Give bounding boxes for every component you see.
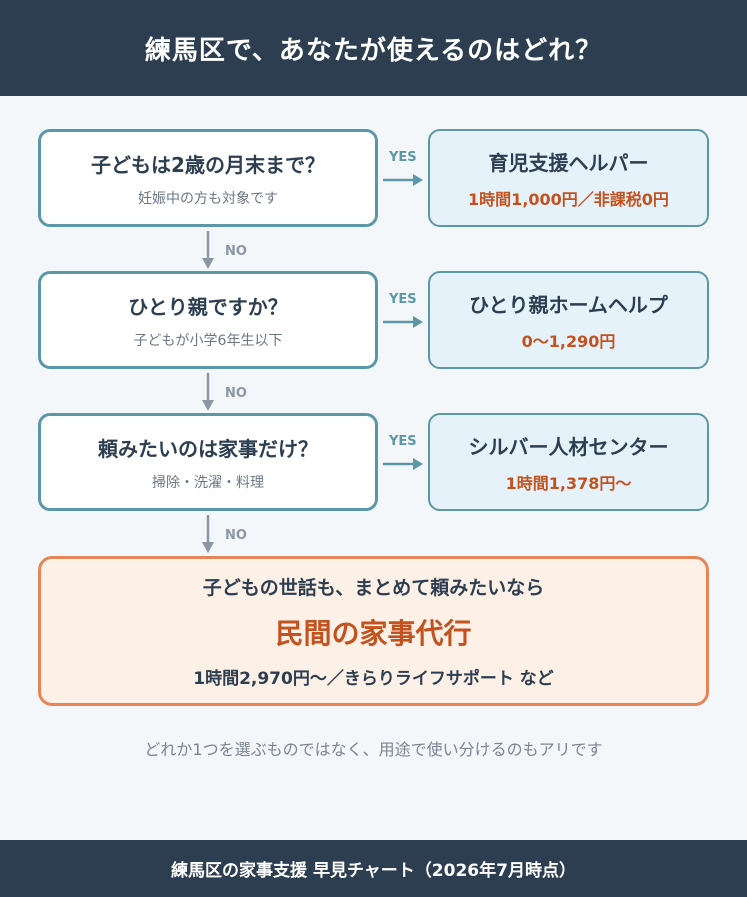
yes-arrow-icon	[383, 174, 423, 186]
answer-price: 1時間1,000円／非課税0円	[468, 189, 669, 209]
question-box-1: 子どもは2歳の月末まで？ 妊娠中の方も対象です	[38, 129, 378, 227]
footer-title: 練馬区の家事支援 早見チャート（2026年7月時点）	[171, 861, 576, 881]
no-arrow-icon	[202, 373, 214, 411]
footnote: どれか1つを選ぶものではなく、用途で使い分けるのもアリです	[144, 740, 603, 759]
question-subtext: 妊娠中の方も対象です	[138, 190, 278, 207]
answer-price: 0〜1,290円	[521, 331, 616, 351]
no-label: NO	[225, 386, 247, 401]
yes-arrow-icon	[383, 458, 423, 470]
no-label: NO	[225, 528, 247, 543]
question-subtext: 子どもが小学6年生以下	[133, 332, 283, 349]
question-box-2: ひとり親ですか？ 子どもが小学6年生以下	[38, 271, 378, 369]
question-title: ひとり親ですか？	[128, 294, 288, 319]
question-title: 頼みたいのは家事だけ？	[98, 436, 318, 461]
answer-title: シルバー人材センター	[468, 434, 669, 459]
page-footer: 練馬区の家事支援 早見チャート（2026年7月時点）	[0, 840, 747, 897]
answer-box-2: ひとり親ホームヘルプ 0〜1,290円	[428, 271, 709, 369]
final-main-title: 民間の家事代行	[275, 617, 472, 650]
answer-box-1: 育児支援ヘルパー 1時間1,000円／非課税0円	[428, 129, 709, 227]
answer-price: 1時間1,378円〜	[505, 473, 632, 493]
final-recommendation-box: 子どもの世話も、まとめて頼みたいなら 民間の家事代行 1時間2,970円〜／きら…	[38, 556, 709, 706]
yes-label: YES	[389, 434, 417, 449]
page-header: 練馬区で、あなたが使えるのはどれ？	[0, 0, 747, 96]
yes-arrow-icon	[383, 316, 423, 328]
no-arrow-icon	[202, 231, 214, 269]
yes-label: YES	[389, 292, 417, 307]
final-price-text: 1時間2,970円〜／きらりライフサポート など	[193, 669, 554, 689]
answer-title: ひとり親ホームヘルプ	[469, 292, 668, 317]
answer-box-3: シルバー人材センター 1時間1,378円〜	[428, 413, 709, 511]
yes-label: YES	[389, 150, 417, 165]
answer-title: 育児支援ヘルパー	[488, 150, 649, 175]
no-arrow-icon	[202, 515, 214, 553]
question-box-3: 頼みたいのは家事だけ？ 掃除・洗濯・料理	[38, 413, 378, 511]
page-title: 練馬区で、あなたが使えるのはどれ？	[144, 35, 603, 66]
no-label: NO	[225, 244, 247, 259]
question-title: 子どもは2歳の月末まで？	[91, 152, 325, 177]
final-lead-text: 子どもの世話も、まとめて頼みたいなら	[202, 577, 545, 599]
question-subtext: 掃除・洗濯・料理	[152, 474, 264, 491]
